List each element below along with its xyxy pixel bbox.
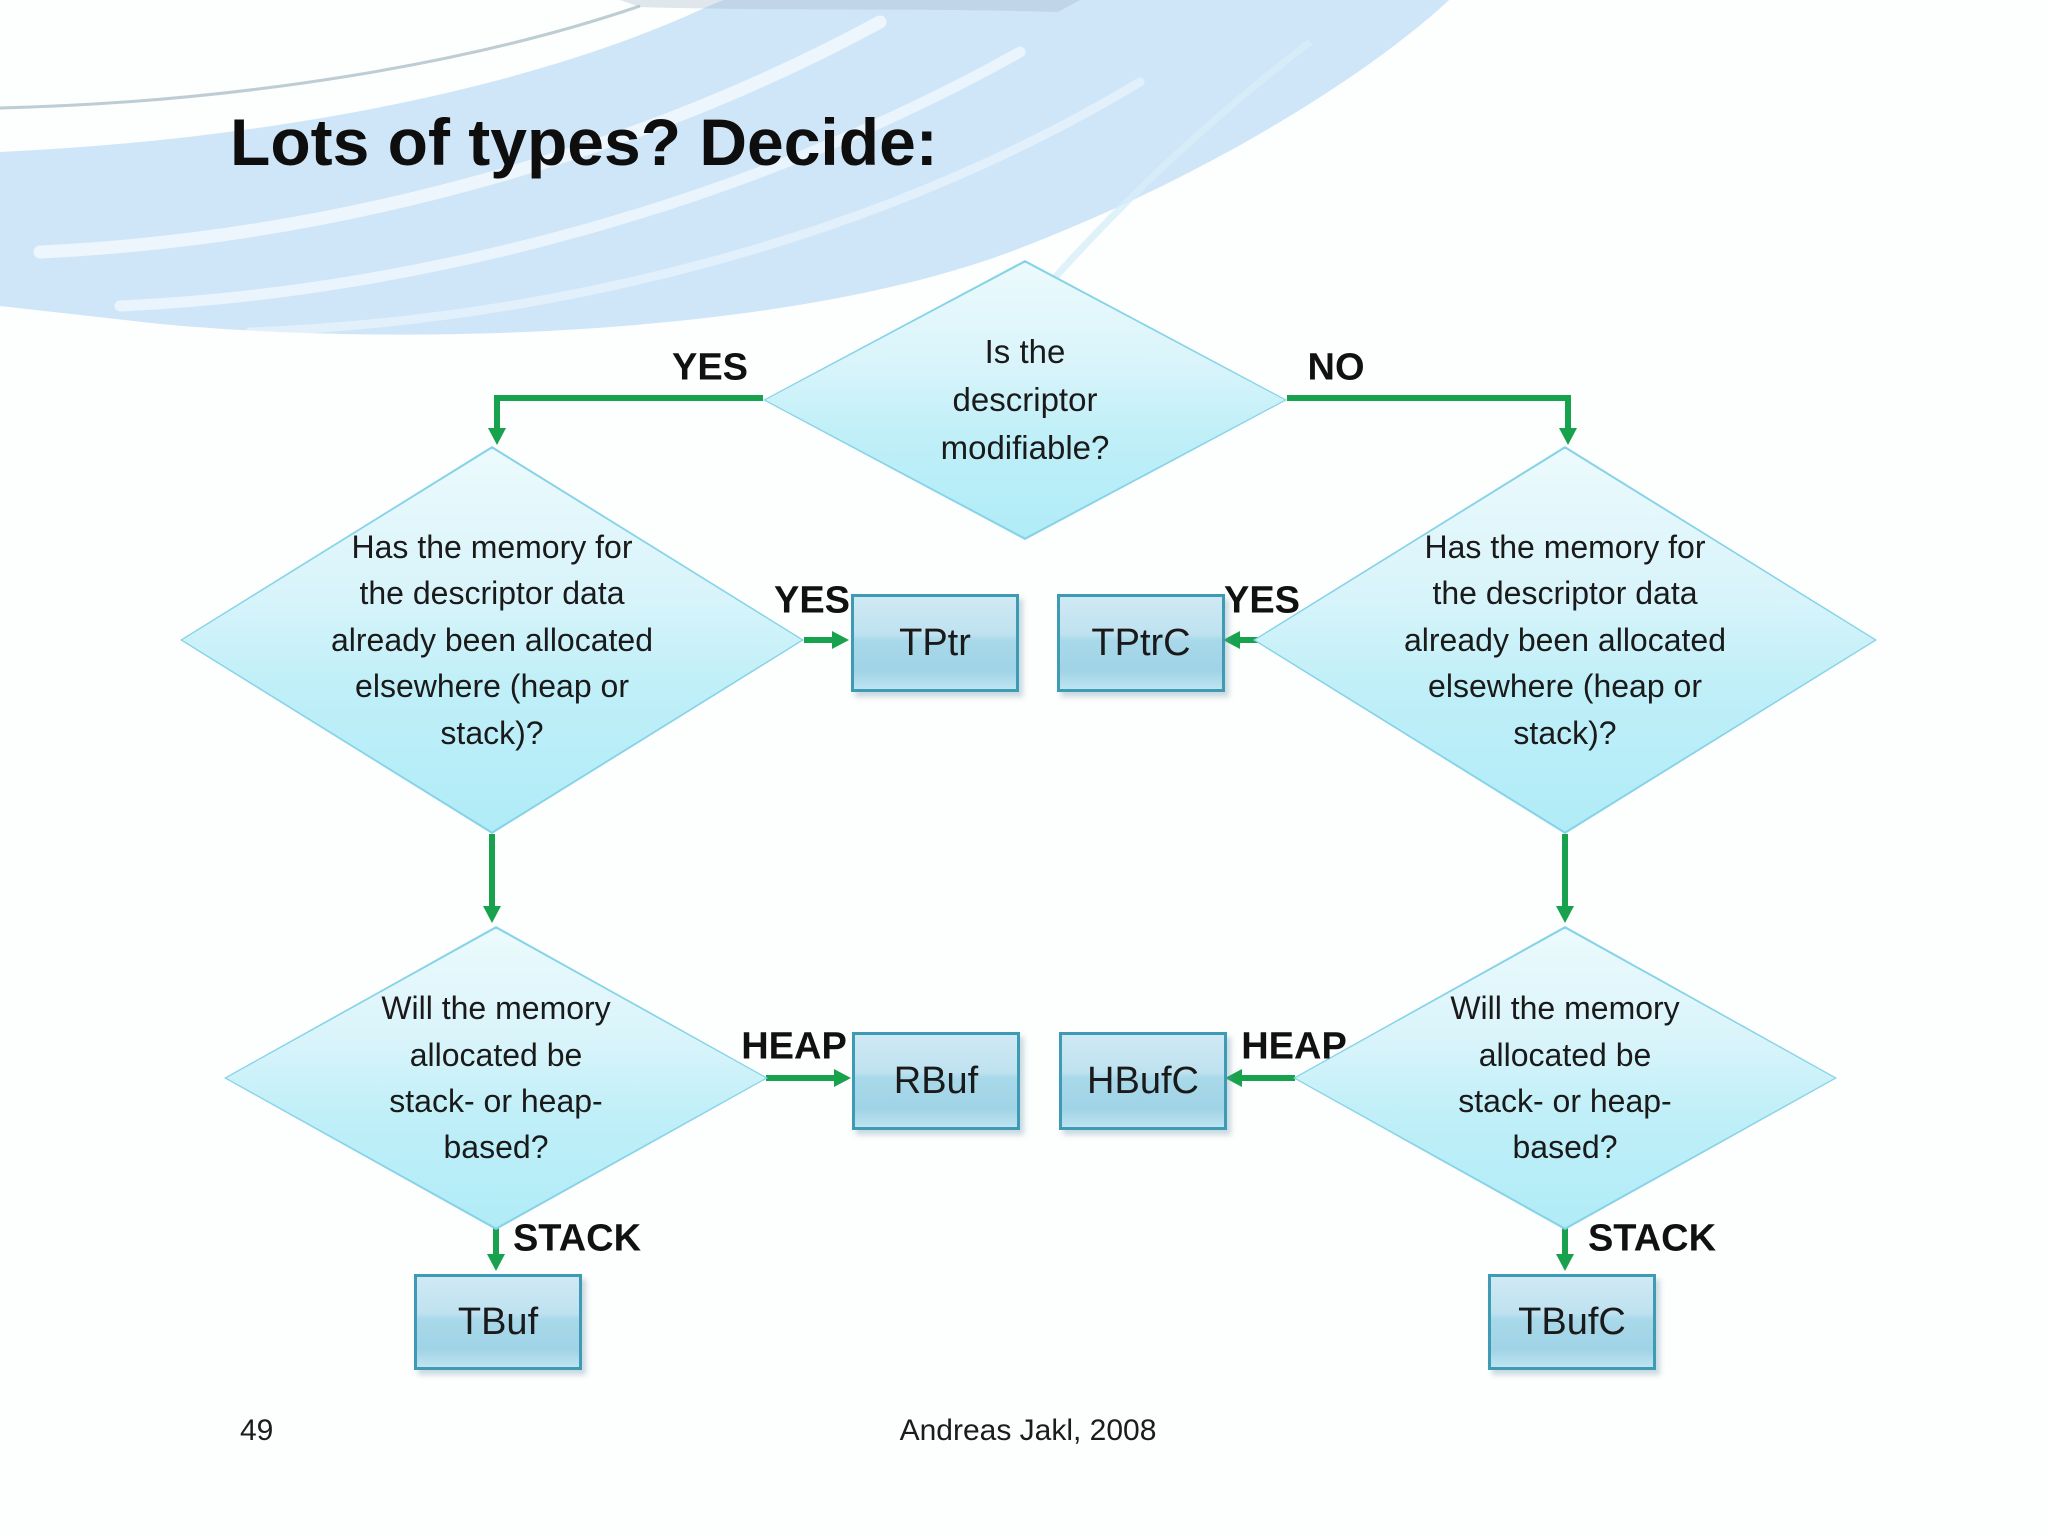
swoosh-streak [245, 77, 1145, 337]
result-tbufc-label: TBufC [1518, 1300, 1626, 1343]
result-tptr-label: TPtr [899, 621, 971, 664]
background-swoosh [0, 0, 1450, 440]
swoosh-streak [114, 46, 1026, 312]
edge-label-yes-root: YES [671, 346, 749, 389]
result-hbufc-label: HBufC [1087, 1059, 1199, 1102]
decision-left-stack-or-heap-text: Will the memory allocated be stack- or h… [381, 990, 611, 1166]
edge-label-heap-right: HEAP [1241, 1025, 1347, 1068]
edge-root-no [1287, 395, 1577, 445]
decision-right-allocated-text: Has the memory for the descriptor data a… [1403, 529, 1726, 751]
footer-credit: Andreas Jakl, 2008 [899, 1414, 1157, 1447]
swoosh-streak [33, 15, 887, 259]
edge-label-yes-right: YES [1223, 579, 1301, 622]
page-number: 49 [240, 1414, 274, 1447]
decision-root-text: Is the descriptor modifiable? [940, 333, 1110, 466]
result-box-hbufc: HBufC [1059, 1032, 1227, 1130]
edge-label-no-root: NO [1307, 346, 1365, 389]
swoosh-band [0, 0, 1450, 335]
result-box-tptrc: TPtrC [1057, 594, 1225, 692]
result-box-tptr: TPtr [851, 594, 1019, 692]
edge-root-yes [488, 395, 763, 445]
edge-label-stack-left: STACK [512, 1217, 642, 1260]
decision-left-allocated-text: Has the memory for the descriptor data a… [330, 529, 653, 751]
result-box-tbuf: TBuf [414, 1274, 582, 1370]
edge-label-heap-left: HEAP [741, 1025, 847, 1068]
swoosh-top-shade [620, 0, 1080, 12]
edge-label-yes-left: YES [773, 579, 851, 622]
swoosh-edge-line [0, 4, 641, 110]
edge-label-stack-right: STACK [1587, 1217, 1717, 1260]
result-tptrc-label: TPtrC [1091, 621, 1191, 664]
result-rbuf-label: RBuf [893, 1059, 979, 1102]
decision-right-stack-or-heap-text: Will the memory allocated be stack- or h… [1450, 990, 1680, 1166]
result-tbuf-label: TBuf [457, 1300, 539, 1343]
slide-title: Lots of types? Decide: [230, 105, 938, 179]
result-box-rbuf: RBuf [852, 1032, 1020, 1130]
result-box-tbufc: TBufC [1488, 1274, 1656, 1370]
